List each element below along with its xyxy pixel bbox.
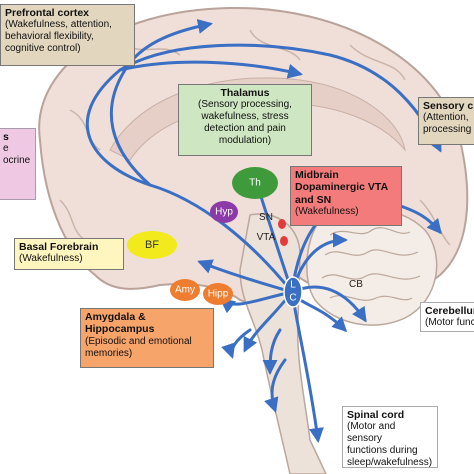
amygdala-desc: (Episodic and emotional memories) [85,335,192,359]
amygdala-hippocampus-box: Amygdala & Hippocampus (Episodic and emo… [80,308,214,368]
prefrontal-desc: (Wakefulness, attention, behavioral flex… [5,19,112,54]
prefrontal-title: Prefrontal cortex [5,7,90,19]
bf-label: BF [145,239,159,251]
amy-node [170,279,200,301]
thalamus-title: Thalamus [220,87,270,99]
hypothalamus-box: s e ocrine [0,128,36,200]
midbrain-title: Midbrain Dopaminergic VTA and SN [295,169,389,206]
midbrain-desc: (Wakefulness) [295,206,359,218]
vta-dot [280,236,288,246]
hyp-label: Hyp [215,207,233,218]
sn-label: SN [259,212,273,223]
cerebellum-desc: (Motor func [425,317,474,329]
hipp-node [203,283,233,305]
hyp-node [210,201,238,223]
cerebellum-box: Cerebellum (Motor func [420,302,474,332]
brainstem [239,213,327,474]
cerebellum-folia [321,227,421,301]
thalamus-box: Thalamus (Sensory processing, wakefulnes… [178,84,312,156]
cerebellum-title: Cerebellum [425,305,474,317]
lc-label-l: L [290,280,296,291]
cb-label: CB [349,279,363,290]
bf-node [127,231,177,259]
sensory-cortex-box: Sensory c (Attention, processing [418,97,474,145]
midbrain-box: Midbrain Dopaminergic VTA and SN (Wakefu… [290,166,402,226]
sn-dot [278,219,286,229]
basal-title: Basal Forebrain [19,241,99,253]
spinal-title: Spinal cord [347,409,405,421]
sensory-title: Sensory c [423,100,474,112]
hypothalamus-desc: e ocrine [3,143,31,167]
hypothalamus-title: s [3,131,9,143]
spinal-cord-box: Spinal cord (Motor and sensory functions… [342,406,438,468]
sensory-desc: (Attention, processing [423,112,472,136]
hipp-label: Hipp [208,289,229,300]
basal-desc: (Wakefulness) [19,253,83,265]
amygdala-title: Amygdala & Hippocampus [85,311,155,336]
basal-forebrain-box: Basal Forebrain (Wakefulness) [14,238,124,270]
thalamus-desc: (Sensory processing, wakefulness, stress… [198,99,292,146]
th-node [232,167,278,199]
amy-label: Amy [175,285,195,296]
lc-label-c: C [289,293,296,304]
th-label: Th [249,178,261,189]
spinal-desc: (Motor and sensory functions during slee… [347,421,433,468]
vta-label: VTA [257,232,276,243]
prefrontal-cortex-box: Prefrontal cortex (Wakefulness, attentio… [0,4,135,66]
lc-node [283,276,303,308]
